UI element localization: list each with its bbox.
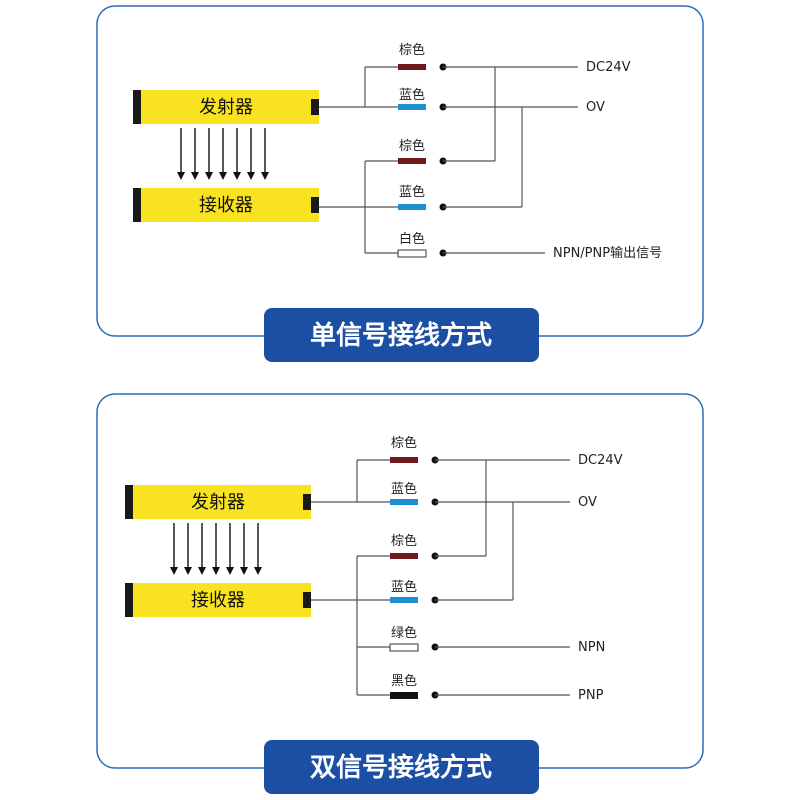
wire-blue-2 [390,597,418,603]
output-pnp: PNP [578,688,604,703]
wiring-lines [319,63,578,258]
wire-label: 绿色 [391,625,417,641]
panel-double-signal: 发射器 接收器 [96,393,704,794]
emitter-label: 发射器 [191,492,245,513]
receiver-label: 接收器 [199,195,253,216]
wire-label: 棕色 [391,435,417,451]
wire-blue-1 [390,499,418,505]
beam-arrows [170,523,262,575]
panel-double-title: 双信号接线方式 [310,752,492,783]
beam-arrows [177,128,269,180]
emitter-bar: 发射器 [125,485,311,519]
panel-single-title: 单信号接线方式 [310,320,492,351]
output-ov: OV [578,495,597,510]
wire-blue-2 [398,204,426,210]
emitter-label: 发射器 [199,97,253,118]
emitter-bar: 发射器 [133,90,319,124]
wire-brown-2 [390,553,418,559]
panel-single-banner: 单信号接线方式 [264,308,539,362]
wire-label: 蓝色 [391,579,417,595]
wire-brown-1 [398,64,426,70]
wire-brown-2 [398,158,426,164]
receiver-bar: 接收器 [125,583,311,617]
panel-double-banner: 双信号接线方式 [264,740,539,794]
output-dc24v: DC24V [586,60,631,75]
wire-blue-1 [398,104,426,110]
panel-single-signal: 发射器 接收器 [96,5,704,362]
wiring-lines [311,456,570,699]
wire-green [389,643,419,652]
wire-label: 棕色 [399,42,425,58]
receiver-label: 接收器 [191,590,245,611]
wire-white [397,249,427,258]
wire-label: 棕色 [391,533,417,549]
wire-label: 蓝色 [399,184,425,200]
output-signal: NPN/PNP输出信号 [553,245,662,261]
receiver-bar: 接收器 [133,188,319,222]
wire-brown-1 [390,457,418,463]
output-ov: OV [586,100,605,115]
wire-black [390,692,418,699]
wire-label: 蓝色 [399,87,425,103]
wire-label: 蓝色 [391,481,417,497]
wire-label: 白色 [399,231,425,247]
wire-label: 黑色 [391,673,417,689]
wire-label: 棕色 [399,138,425,154]
output-dc24v: DC24V [578,453,623,468]
output-npn: NPN [578,640,605,655]
